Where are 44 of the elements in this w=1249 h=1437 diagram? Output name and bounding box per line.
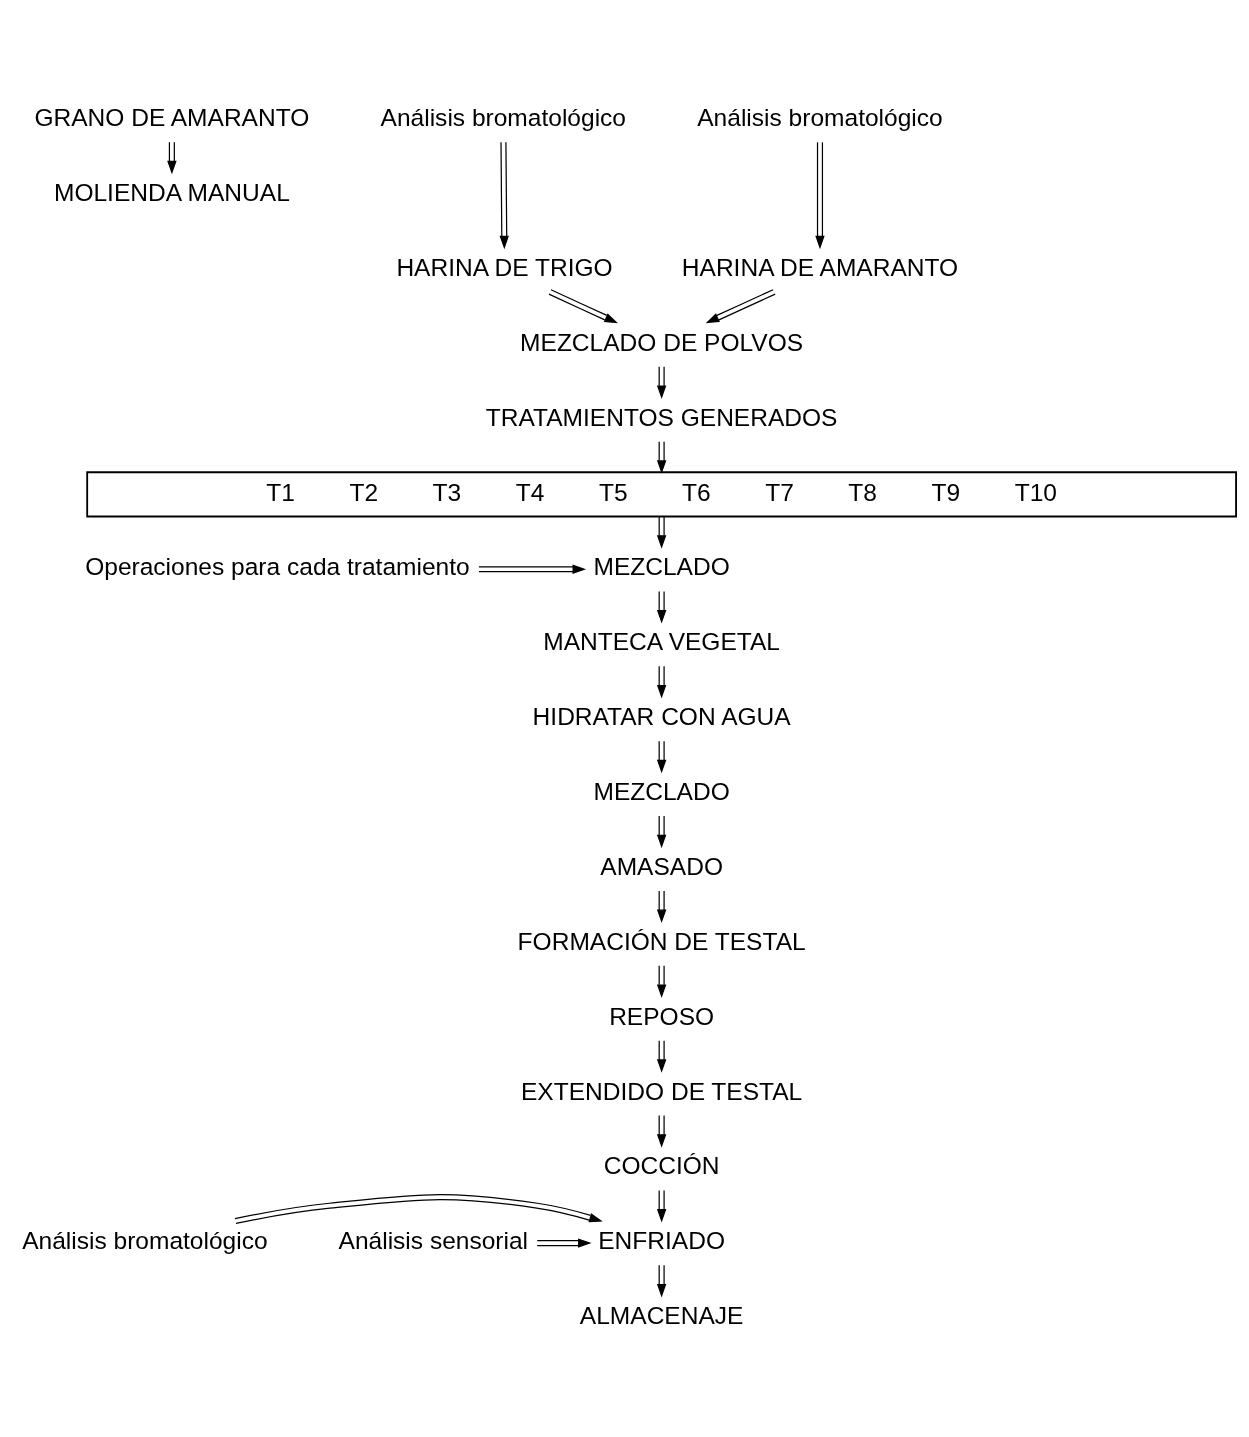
arrow	[499, 141, 509, 249]
node-text: MOLIENDA MANUAL	[53, 178, 290, 206]
node-box: T1 T2 T3 T4 T5 T6 T7 T8 T9 T10	[86, 470, 1237, 517]
arrow	[656, 1264, 667, 1297]
node-text: MEZCLADO	[593, 777, 730, 805]
node-text: FORMACIÓN DE TESTAL	[517, 927, 806, 955]
arrow	[656, 1189, 667, 1223]
node-text: GRANO DE AMARANTO	[34, 103, 310, 131]
arrow	[656, 1114, 667, 1148]
arrow	[656, 590, 667, 624]
arrow	[478, 564, 587, 574]
arrow	[705, 288, 776, 323]
arrow	[656, 440, 667, 474]
node-text: EXTENDIDO DE TESTAL	[521, 1077, 803, 1105]
node-text: Operaciones para cada tratamiento	[85, 552, 470, 580]
arrow	[656, 365, 667, 399]
arrow	[536, 1237, 592, 1248]
node-text: Análisis bromatológico	[697, 103, 943, 131]
arrow	[815, 141, 825, 249]
arrow	[656, 814, 667, 848]
node-text: COCCIÓN	[603, 1151, 720, 1179]
arrow	[656, 740, 667, 773]
arrow	[548, 288, 618, 323]
arrow	[656, 889, 667, 923]
node-text: HIDRATAR CON AGUA	[532, 702, 791, 730]
arrow	[656, 964, 667, 998]
node-text: MEZCLADO DE POLVOS	[520, 328, 804, 356]
node-text: HARINA DE AMARANTO	[681, 253, 959, 281]
node-text: ENFRIADO	[598, 1226, 726, 1254]
node-text: MEZCLADO	[593, 552, 730, 580]
arrow	[234, 1193, 603, 1224]
arrow	[656, 1039, 667, 1073]
node-text: Análisis sensorial	[338, 1226, 529, 1254]
node-text: AMASADO	[600, 852, 723, 880]
node-text: TRATAMIENTOS GENERADOS	[485, 403, 838, 431]
node-text: Análisis bromatológico	[380, 103, 627, 131]
node-text: Análisis bromatológico	[22, 1226, 268, 1254]
arrow	[656, 515, 667, 549]
arrow	[167, 141, 177, 174]
node-text: REPOSO	[609, 1002, 715, 1030]
node-text: ALMACENAJE	[579, 1301, 744, 1329]
node-text: HARINA DE TRIGO	[396, 253, 613, 281]
node-text: MANTECA VEGETAL	[543, 627, 781, 655]
arrow	[656, 665, 667, 698]
